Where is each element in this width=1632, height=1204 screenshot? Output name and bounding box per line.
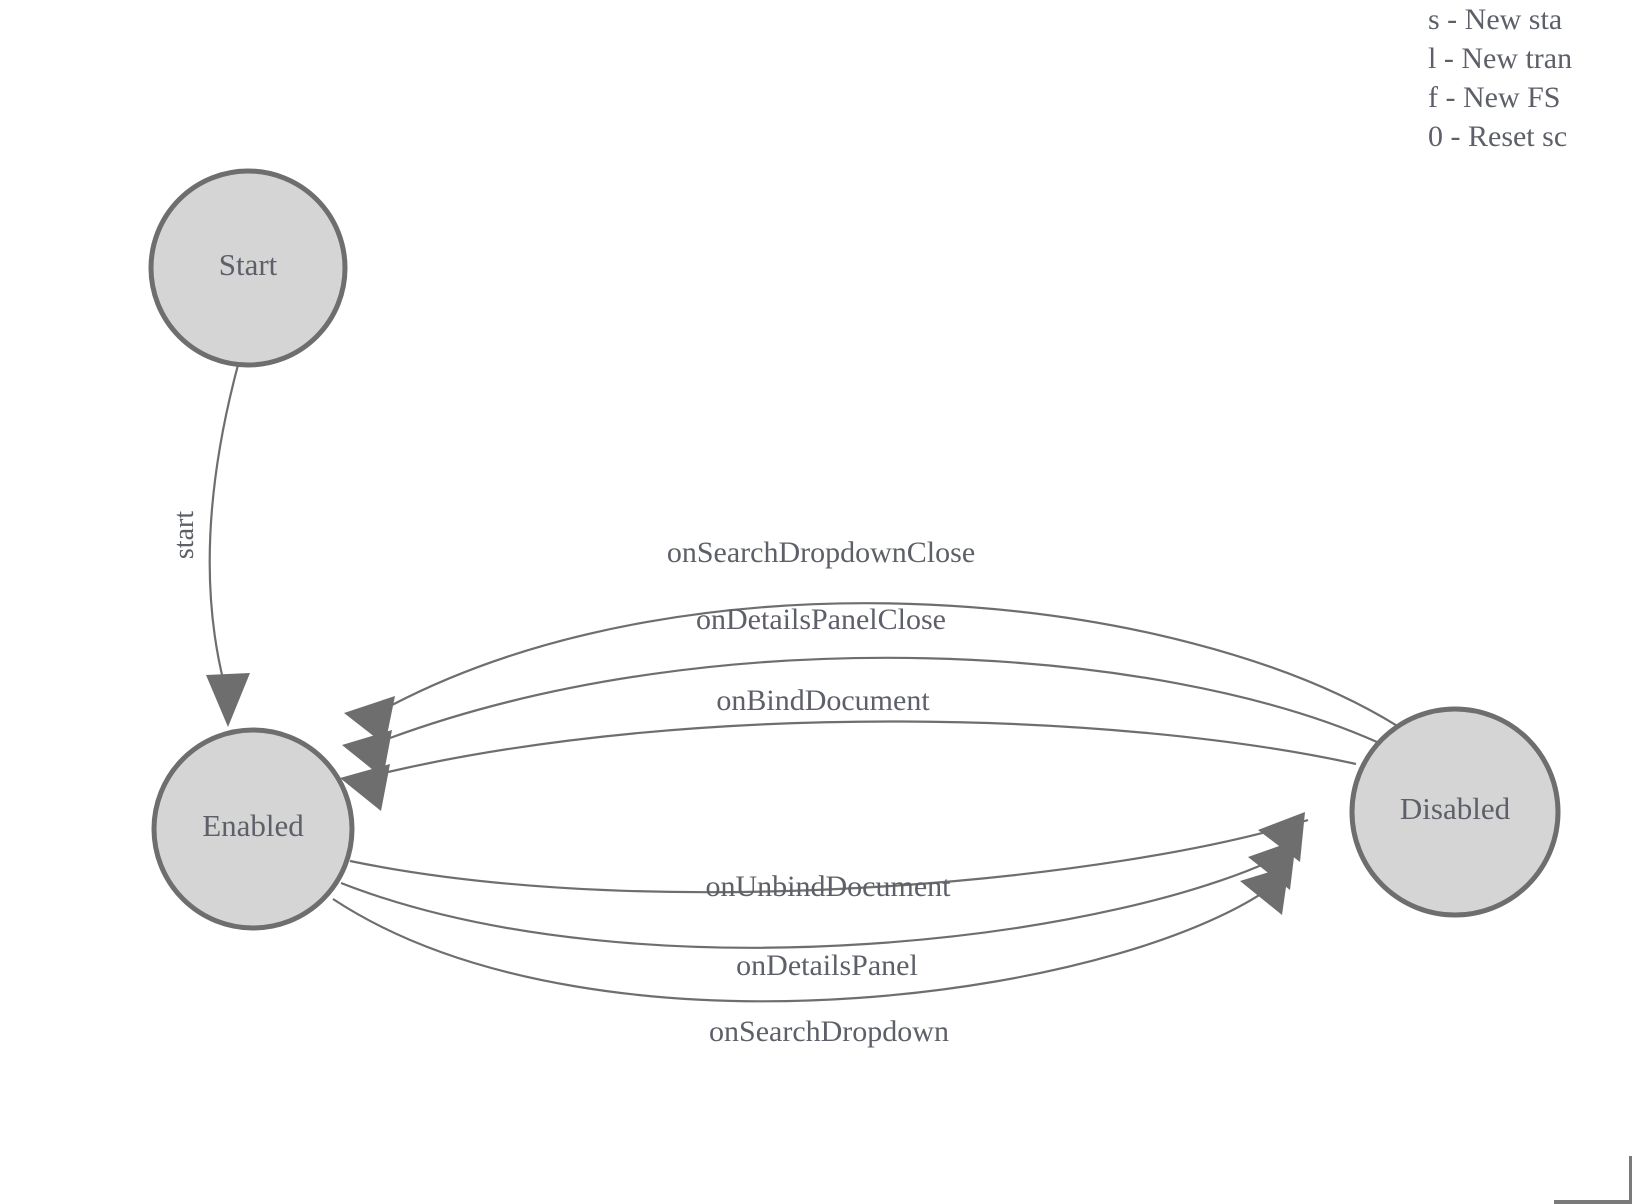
transition-label-ondetailspanel: onDetailsPanel xyxy=(736,949,918,982)
state-node-disabled[interactable]: Disabled xyxy=(1349,706,1561,918)
state-node-enabled[interactable]: Enabled xyxy=(151,727,355,931)
transition-disabled-to-enabled-ondetailspanelclose[interactable] xyxy=(342,656,1378,778)
edge-line[interactable] xyxy=(332,873,1289,1003)
transition-label-onsearchdropdownclose: onSearchDropdownClose xyxy=(667,536,975,569)
arrow-head-icon xyxy=(1240,866,1289,915)
viewport-border-bottom xyxy=(1554,1200,1632,1204)
transition-label-onsearchdropdown: onSearchDropdown xyxy=(709,1015,949,1048)
transition-disabled-to-enabled-onbinddocument[interactable] xyxy=(340,720,1357,811)
edge-line[interactable] xyxy=(389,656,1378,744)
state-circle[interactable] xyxy=(1349,706,1561,918)
transition-label-ondetailspanelclose: onDetailsPanelClose xyxy=(696,603,946,636)
arrow-head-icon xyxy=(342,730,392,778)
transition-start-to-enabled[interactable] xyxy=(206,364,250,727)
state-label: Start xyxy=(219,247,278,282)
edge-line[interactable] xyxy=(340,847,1298,949)
transition-label-onbinddocument: onBindDocument xyxy=(716,684,930,717)
state-circle[interactable] xyxy=(148,168,348,368)
state-node-start[interactable]: Start xyxy=(148,168,348,368)
state-label: Enabled xyxy=(202,808,304,843)
transition-label-start: start xyxy=(169,511,200,559)
transition-enabled-to-disabled-onsearchdropdown[interactable] xyxy=(332,866,1289,1003)
state-circle[interactable] xyxy=(151,727,355,931)
edge-line[interactable] xyxy=(387,720,1357,774)
viewport-border-right xyxy=(1629,1156,1632,1204)
edge-line[interactable] xyxy=(391,602,1400,728)
transition-disabled-to-enabled-onsearchdropdownclose[interactable] xyxy=(344,602,1400,745)
state-label: Disabled xyxy=(1400,791,1511,826)
edge-line[interactable] xyxy=(349,818,1309,894)
arrow-head-icon xyxy=(206,673,250,727)
edge-line[interactable] xyxy=(208,364,240,684)
arrow-head-icon xyxy=(344,696,395,745)
transition-label-onunbinddocument: onUnbindDocument xyxy=(706,870,952,903)
arrow-head-icon xyxy=(340,764,390,811)
